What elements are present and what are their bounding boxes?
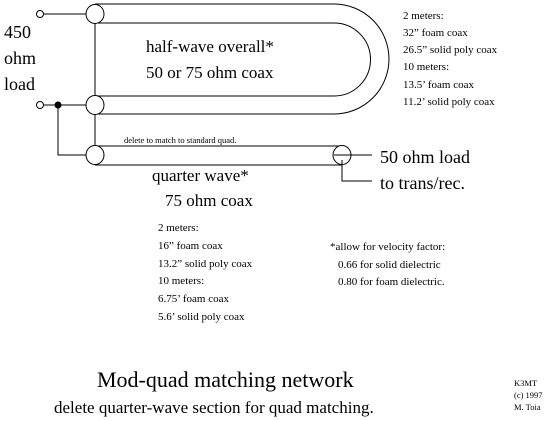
diagram-subtitle: delete quarter-wave section for quad mat… bbox=[54, 398, 374, 417]
qw-length-1: 2 meters: bbox=[158, 222, 199, 234]
quarter-wave-lengths: 2 meters: 16” foam coax 13.2” solid poly… bbox=[158, 222, 253, 323]
velocity-note-2: 0.66 for solid dielectric bbox=[338, 259, 441, 271]
half-wave-outer-bend bbox=[333, 3, 390, 115]
coax-end-bottom bbox=[85, 95, 105, 115]
velocity-factor-note: *allow for velocity factor: 0.66 for sol… bbox=[330, 241, 445, 288]
velocity-note-3: 0.80 for foam dielectric. bbox=[338, 276, 445, 288]
qw-length-2: 16” foam coax bbox=[158, 240, 223, 252]
qw-length-6: 5.6’ solid poly coax bbox=[158, 311, 245, 323]
quarter-wave-title: quarter wave* bbox=[152, 166, 249, 185]
half-wave-coax-type: 50 or 75 ohm coax bbox=[146, 63, 274, 82]
credit-author: M. Toia bbox=[514, 402, 541, 412]
qw-length-3: 13.2” solid poly coax bbox=[158, 258, 253, 270]
quarter-wave-end-left bbox=[85, 145, 105, 165]
qw-length-5: 6.75’ foam coax bbox=[158, 293, 229, 305]
credit-callsign: K3MT bbox=[514, 378, 538, 388]
load-label-line3: load bbox=[4, 74, 35, 94]
half-wave-inner-bend bbox=[333, 22, 371, 97]
credit-block: K3MT (c) 1997 M. Toia bbox=[514, 378, 543, 412]
load-terminals bbox=[36, 10, 86, 109]
quarter-wave-coax-type: 75 ohm coax bbox=[165, 191, 253, 210]
output-label-line1: 50 ohm load bbox=[380, 147, 470, 167]
hw-length-2: 32” foam coax bbox=[403, 27, 468, 39]
half-wave-title: half-wave overall* bbox=[146, 37, 274, 56]
qw-length-4: 10 meters: bbox=[158, 275, 204, 287]
output-label-line2: to trans/rec. bbox=[380, 173, 465, 193]
delete-note: delete to match to standard quad. bbox=[124, 135, 236, 145]
half-wave-lengths: 2 meters: 32” foam coax 26.5” solid poly… bbox=[403, 10, 498, 108]
hw-length-3: 26.5” solid poly coax bbox=[403, 44, 498, 56]
output-wire-bottom bbox=[341, 160, 372, 182]
junction-wiring bbox=[54, 101, 96, 156]
credit-copyright: (c) 1997 bbox=[514, 390, 543, 400]
half-wave-coax bbox=[85, 3, 390, 115]
junction-wire bbox=[57, 105, 86, 156]
hw-length-4: 10 meters: bbox=[403, 61, 449, 73]
diagram-title: Mod-quad matching network bbox=[97, 367, 354, 392]
hw-length-6: 11.2’ solid poly coax bbox=[403, 96, 495, 108]
velocity-note-1: *allow for velocity factor: bbox=[330, 241, 445, 253]
coax-end-top bbox=[85, 4, 105, 24]
load-label-line2: ohm bbox=[4, 48, 36, 68]
quarter-wave-coax bbox=[85, 145, 372, 182]
load-terminal-bottom bbox=[36, 101, 44, 109]
load-label-line1: 450 bbox=[4, 22, 31, 42]
hw-length-1: 2 meters: bbox=[403, 10, 444, 22]
hw-length-5: 13.5’ foam coax bbox=[403, 79, 474, 91]
load-terminal-top bbox=[36, 10, 44, 18]
